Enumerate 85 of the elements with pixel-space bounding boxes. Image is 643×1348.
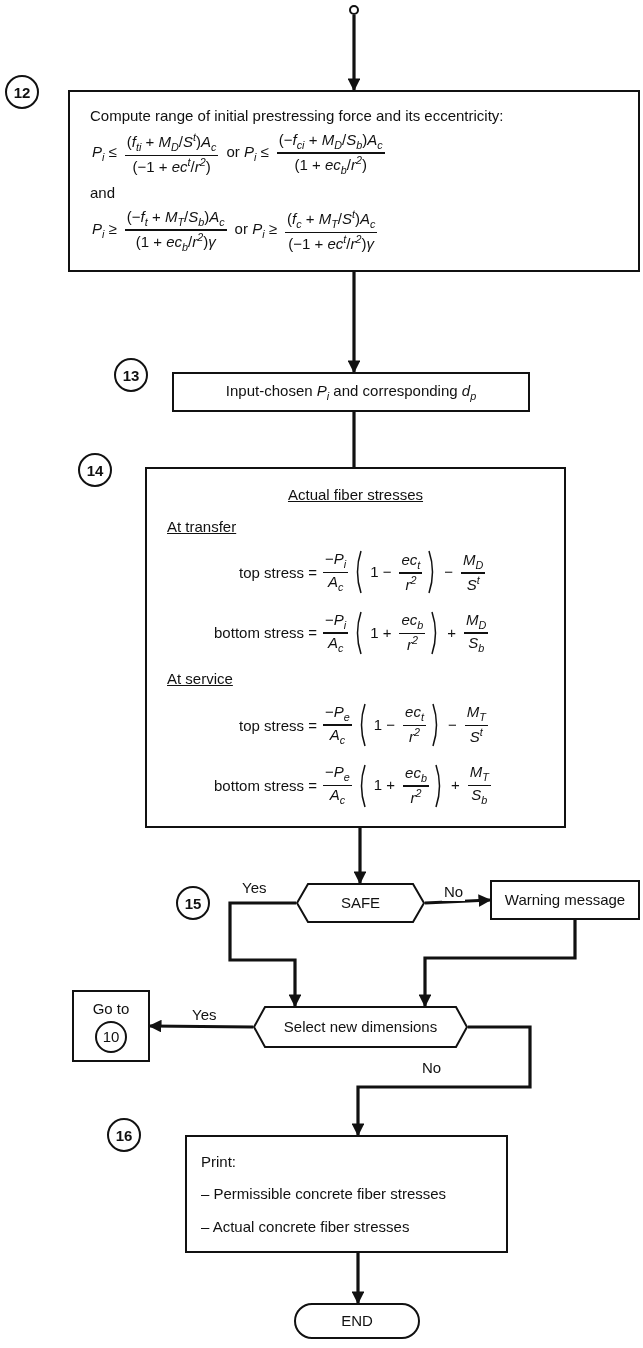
formula-term: (−f$_{t}$ + M$_{T}$/S$_{b}$)A$_{c}$ <box>125 207 226 230</box>
formula-term: (1 + ec$_{b}$/r$^{2}$) <box>293 153 368 178</box>
formula-term: ec$_{b}$ <box>400 611 425 633</box>
formula-term: (f$_{ti}$ + M$_{D}$/S$^{t}$)A$_{c}$ <box>125 131 218 155</box>
formula-label: top stress = <box>238 716 317 734</box>
step-number: 14 <box>78 453 112 487</box>
formula-term: −P$_{i}$ <box>324 550 348 572</box>
start-circle <box>349 5 359 15</box>
formula-term: (f$_{c}$ + M$_{T}$/S$^{t}$)A$_{c}$ <box>285 208 377 232</box>
formula-term: (−1 + ec$^{t}$/r$^{2}$) <box>131 156 212 177</box>
formula-label: top stress = <box>238 563 317 581</box>
formula-term: 1 − <box>369 563 393 582</box>
formula-term: r$^{2}$ <box>404 573 418 595</box>
process-box <box>490 880 640 920</box>
formula-term: 1 + <box>369 623 393 643</box>
step-text: Go to <box>92 999 130 1019</box>
step-number: 10 <box>95 1020 127 1053</box>
step-number: 15 <box>176 886 210 920</box>
formula-term: (−1 + ec$^{t}$/r$^{2}$)γ <box>287 233 376 254</box>
arrow <box>347 15 361 92</box>
formula-term: A$_{c}$ <box>328 725 347 748</box>
formula-term: or P$_{i}$ ≥ <box>233 220 278 242</box>
formula-label: bottom stress = <box>213 777 317 795</box>
step-text: Print: <box>201 1151 236 1172</box>
formula-term: M$_{D}$ <box>462 550 485 573</box>
step-number: 16 <box>107 1118 141 1152</box>
step-text: Compute range of initial prestressing force and its eccentricity: <box>90 105 504 126</box>
formula-term: r$^{2}$ <box>405 634 419 655</box>
subheading: At transfer <box>167 516 237 537</box>
formula-term: A$_{c}$ <box>328 786 347 808</box>
formula-term: ec$_{t}$ <box>404 703 426 725</box>
process-box <box>145 467 566 828</box>
formula-term: P$_{i}$ ≥ <box>91 220 118 242</box>
formula-term: S$_{b}$ <box>470 786 489 808</box>
formula-term: ec$_{t}$ <box>400 550 422 573</box>
formula-term: ec$_{b}$ <box>404 763 428 786</box>
formula-term: M$_{T}$ <box>465 703 488 725</box>
connector-line <box>352 412 356 467</box>
arrow <box>424 894 492 907</box>
formula-term: S$_{b}$ <box>467 633 486 656</box>
formula-term: − <box>446 715 458 735</box>
formula-term: or P$_{i}$ ≤ <box>225 143 270 165</box>
arrow <box>351 1025 532 1137</box>
step-text: Select new dimensions <box>283 1017 438 1037</box>
arrow <box>228 901 302 1008</box>
formula-term: −P$_{e}$ <box>324 763 351 785</box>
formula-term: A$_{c}$ <box>326 633 345 656</box>
formula-term: 1 − <box>372 715 397 735</box>
process-box <box>72 990 150 1062</box>
section-heading: Actual fiber stresses <box>287 485 424 505</box>
subheading: At service <box>167 669 233 689</box>
step-text: END <box>341 1311 373 1331</box>
formula-term: −P$_{i}$ <box>324 610 348 633</box>
step-text: and <box>90 182 116 203</box>
formula-term: M$_{T}$ <box>468 763 491 785</box>
step-text: Input-chosen P$_{i}$ and corresponding d$_{p}$ <box>225 381 477 403</box>
formula-term: S$^{t}$ <box>468 726 484 747</box>
formula-term: r$^{2}$ <box>409 786 423 808</box>
step-number: 12 <box>5 75 39 109</box>
formula-term: M$_{D}$ <box>465 610 488 633</box>
formula-term: P$_{i}$ ≤ <box>91 143 118 165</box>
step-text: SAFE <box>340 893 381 913</box>
process-box <box>68 90 640 272</box>
step-text: – Permissible concrete fiber stresses <box>201 1184 447 1204</box>
step-text: – Actual concrete fiber stresses <box>201 1216 410 1237</box>
arrow <box>347 272 361 374</box>
formula-label: bottom stress = <box>213 624 317 642</box>
formula-term: (1 + ec$_{b}$/r$^{2}$)γ <box>134 230 218 255</box>
formula-term: − <box>443 563 455 582</box>
step-number: 13 <box>114 358 148 392</box>
step-text: Warning message <box>504 890 626 910</box>
formula-term: + <box>446 623 458 643</box>
process-box <box>172 372 530 412</box>
process-box <box>185 1135 508 1253</box>
formula-term: (−f$_{ci}$ + M$_{D}$/S$_{b}$)A$_{c}$ <box>277 130 384 153</box>
formula-term: 1 + <box>372 776 397 795</box>
formula-term: S$^{t}$ <box>465 573 481 595</box>
formula-term: + <box>449 776 461 795</box>
formula-term: −P$_{e}$ <box>324 702 351 725</box>
arrow <box>418 920 577 1008</box>
edge-label: No <box>442 884 466 901</box>
formula-term: r$^{2}$ <box>408 726 421 747</box>
arrow <box>353 828 367 885</box>
formula-term: A$_{c}$ <box>326 573 345 595</box>
arrow <box>351 1253 365 1305</box>
